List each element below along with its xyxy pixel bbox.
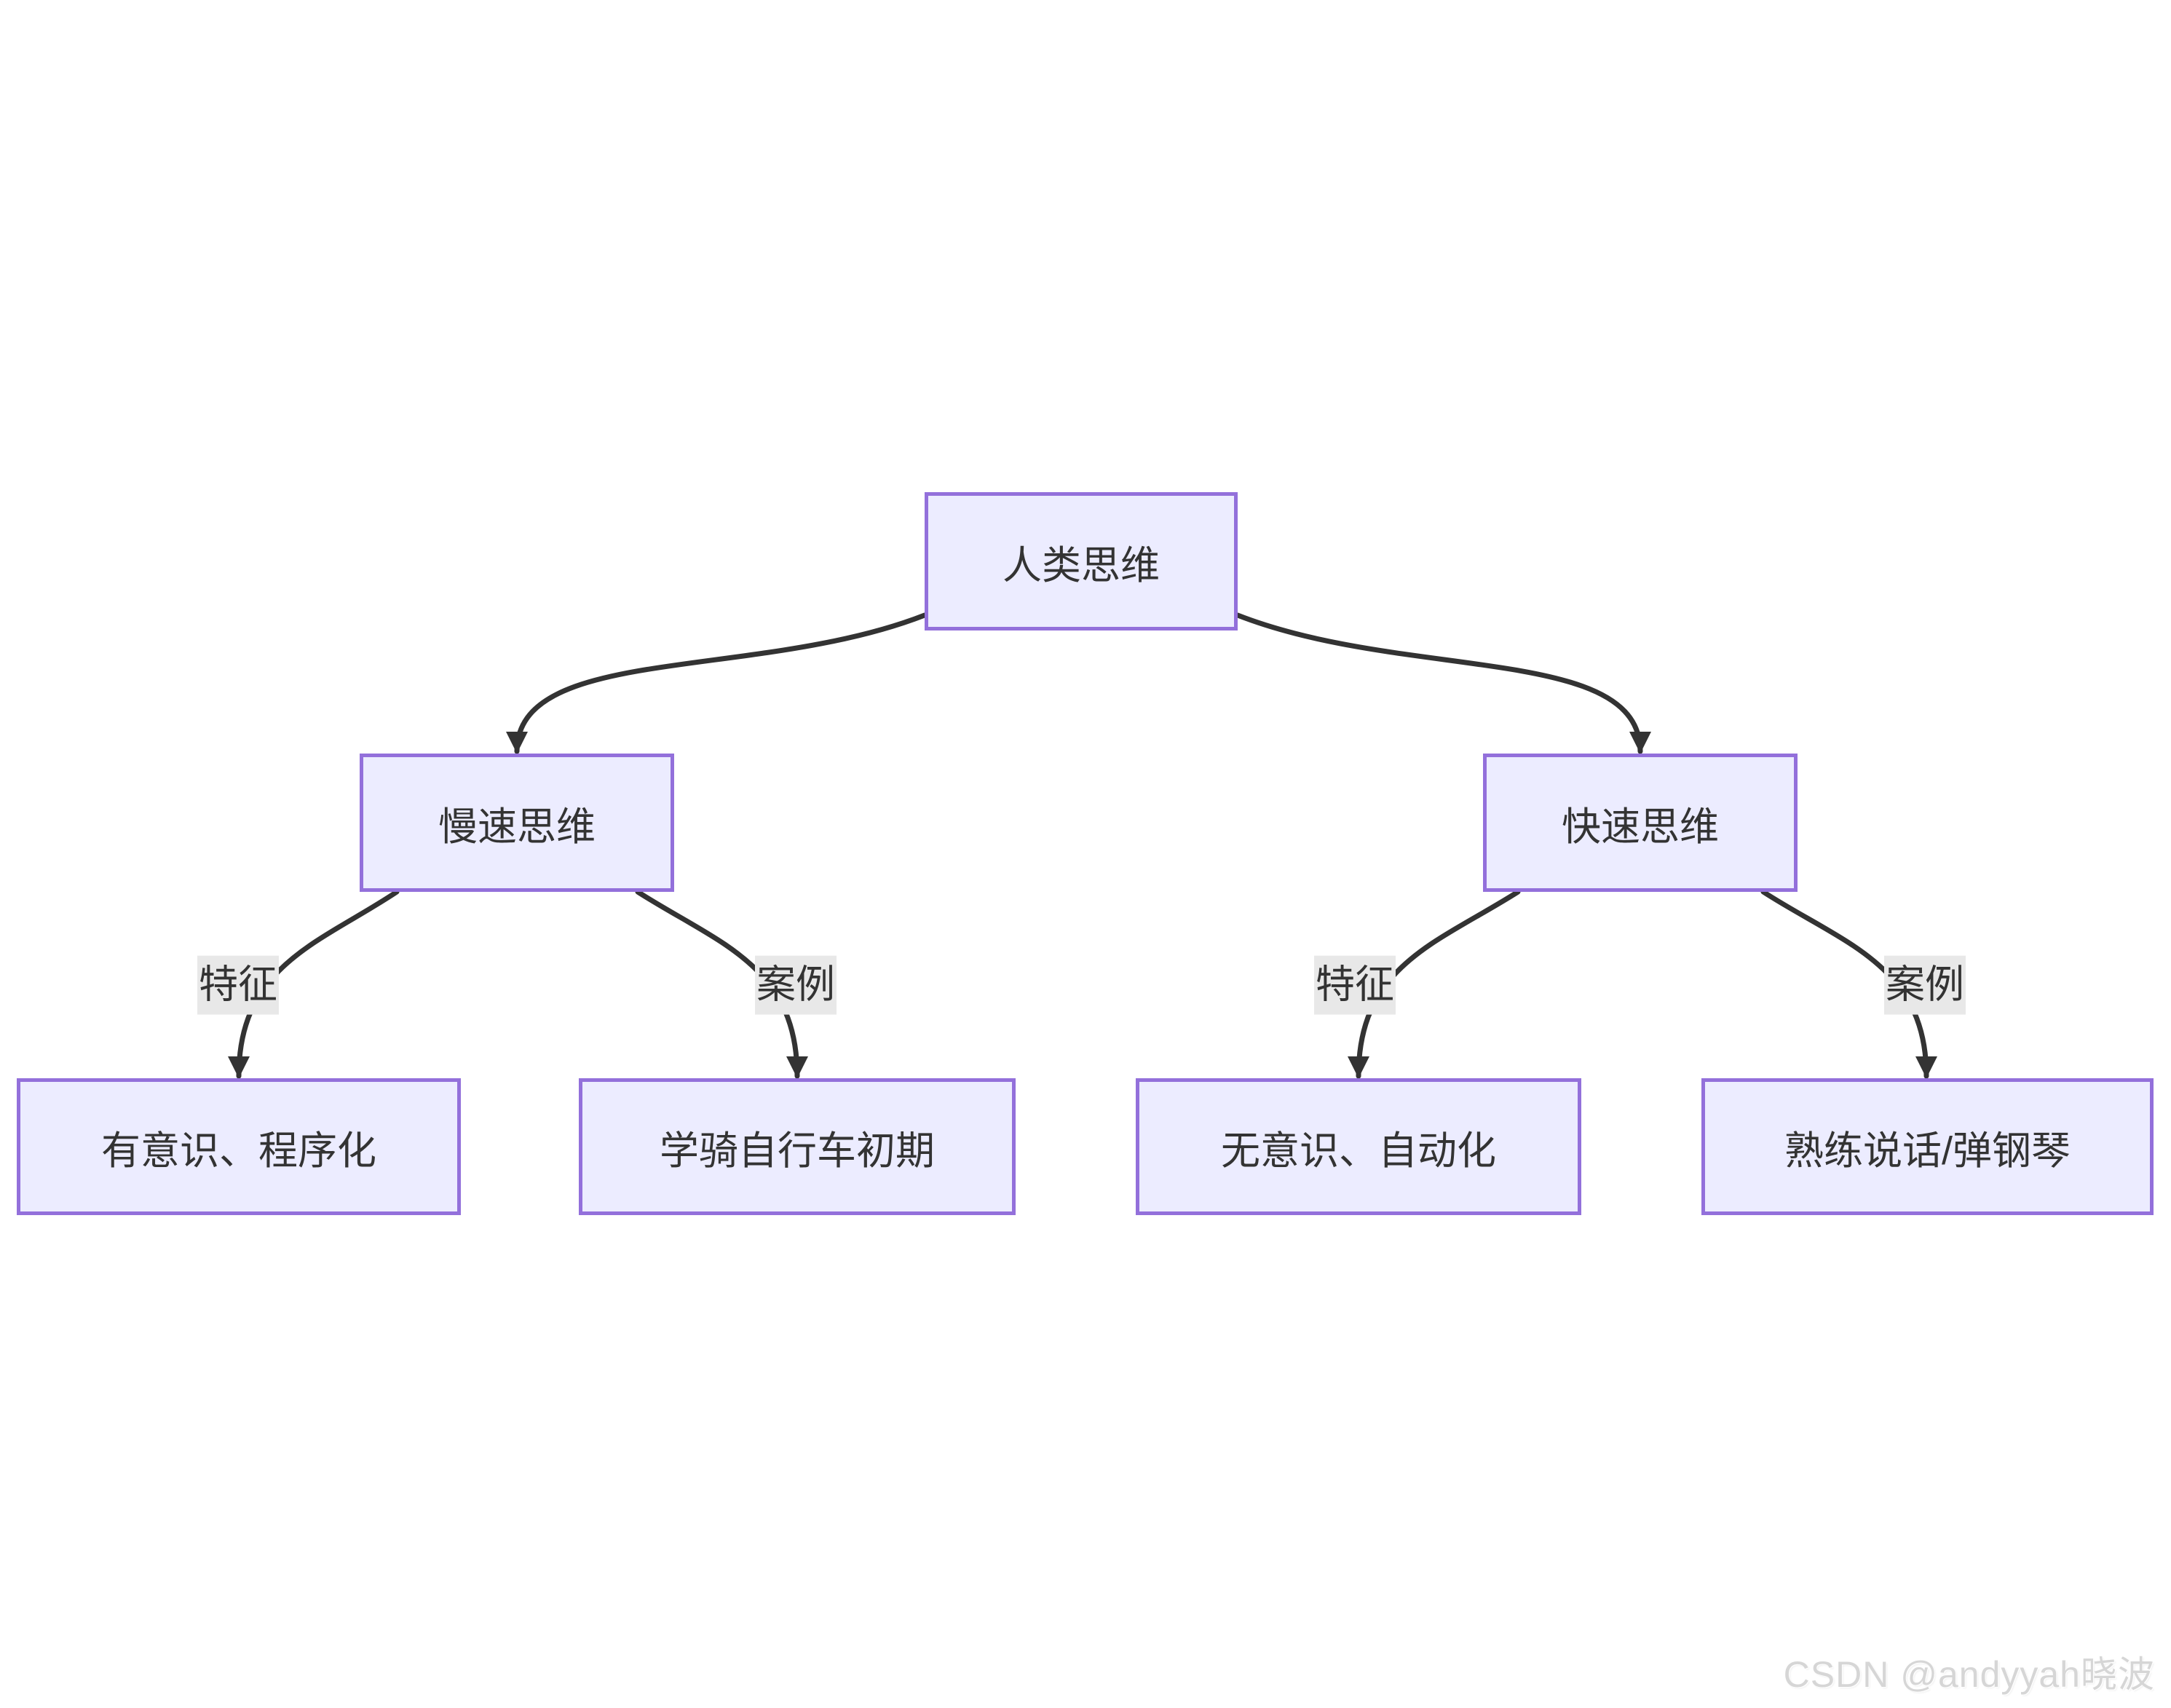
- edge-label-fast-feature: 特征: [1314, 955, 1396, 1015]
- node-fast-case-label: 熟练说话/弹钢琴: [1784, 1128, 2071, 1173]
- node-slow-case: 学骑自行车初期: [579, 1078, 1016, 1215]
- node-fast-thinking: 快速思维: [1483, 754, 1798, 892]
- watermark: CSDN @andyyah晓波: [1783, 1654, 2155, 1695]
- node-slow-thinking-label: 慢速思维: [438, 804, 596, 849]
- node-slow-thinking: 慢速思维: [360, 754, 674, 892]
- node-human-thinking-label: 人类思维: [1003, 543, 1160, 588]
- edge-fast-to-case: [1760, 889, 1937, 1079]
- node-fast-feature-label: 无意识、自动化: [1221, 1128, 1496, 1173]
- node-human-thinking: 人类思维: [925, 492, 1238, 630]
- node-fast-thinking-label: 快速思维: [1562, 804, 1719, 849]
- node-slow-feature: 有意识、程序化: [17, 1078, 461, 1215]
- edge-label-slow-feature: 特征: [197, 955, 279, 1015]
- edge-slow-to-case: [635, 889, 808, 1079]
- edge-fast-to-feature: [1348, 889, 1521, 1079]
- node-fast-feature: 无意识、自动化: [1136, 1078, 1581, 1215]
- edge-label-fast-case: 案例: [1884, 955, 1966, 1015]
- node-slow-feature-label: 有意识、程序化: [101, 1128, 376, 1173]
- edge-label-slow-case: 案例: [755, 955, 837, 1015]
- node-slow-case-label: 学骑自行车初期: [660, 1128, 935, 1173]
- edge-human-to-fast: [1235, 612, 1651, 754]
- edge-slow-to-feature: [228, 889, 400, 1079]
- node-fast-case: 熟练说话/弹钢琴: [1701, 1078, 2154, 1215]
- edge-human-to-slow: [506, 612, 928, 754]
